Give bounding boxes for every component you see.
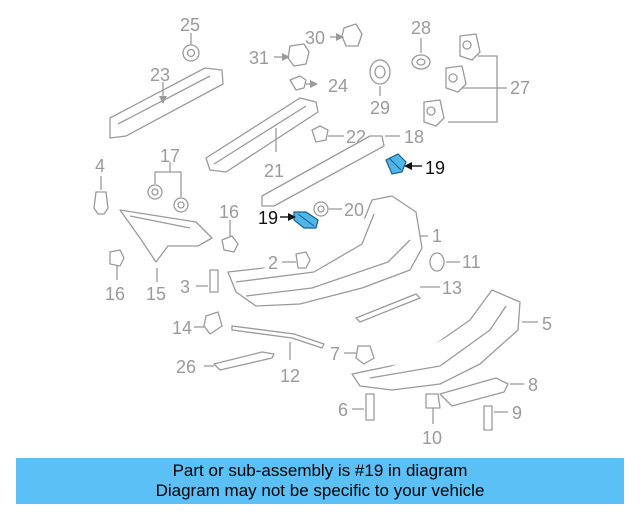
banner-line-part-number: Part or sub-assembly is #19 in diagram — [172, 461, 468, 480]
part-13-molding — [355, 286, 440, 323]
callout-10: 10 — [422, 428, 442, 448]
part-11-cap — [429, 252, 460, 272]
exploded-parts-diagram: 25 23 31 30 24 29 28 — [93, 15, 552, 448]
callout-20: 20 — [344, 200, 364, 220]
callout-26: 26 — [176, 357, 196, 377]
part-31-bracket — [274, 43, 310, 67]
part-3-bolt — [196, 269, 219, 293]
callout-9: 9 — [512, 403, 522, 423]
part-14-clip — [194, 311, 223, 335]
part-12-strip — [231, 325, 325, 360]
callout-13: 13 — [442, 278, 462, 298]
part-21-absorber — [205, 97, 319, 173]
callout-12: 12 — [280, 366, 300, 386]
callout-19-lower: 19 — [258, 208, 278, 228]
part-8-plate — [439, 377, 524, 407]
part-20-nut — [313, 201, 342, 217]
part-16-bolt-upper — [221, 220, 239, 253]
callout-7: 7 — [330, 344, 340, 364]
callout-14: 14 — [172, 318, 192, 338]
part-19-bolt-upper — [385, 153, 422, 175]
info-banner: Part or sub-assembly is #19 in diagram D… — [16, 458, 624, 504]
callout-2: 2 — [268, 253, 278, 273]
callout-27: 27 — [510, 78, 530, 98]
callout-25: 25 — [180, 15, 200, 35]
part-29-retainer — [369, 59, 391, 96]
callout-21: 21 — [264, 161, 284, 181]
callout-3: 3 — [180, 277, 190, 297]
callout-5: 5 — [542, 314, 552, 334]
callout-1: 1 — [432, 226, 442, 246]
callout-23: 23 — [150, 65, 170, 85]
callout-16-upper: 16 — [219, 202, 239, 222]
part-17-grommets — [147, 162, 189, 213]
callout-30: 30 — [305, 28, 325, 48]
part-2-bolt — [282, 251, 311, 269]
part-27-parking-sensors — [423, 33, 507, 127]
part-24-bolt — [289, 75, 318, 91]
callout-29: 29 — [370, 98, 390, 118]
callout-17: 17 — [160, 146, 180, 166]
part-22-bolt — [311, 125, 344, 143]
callout-31: 31 — [249, 48, 269, 68]
callout-6: 6 — [338, 400, 348, 420]
part-4-fastener — [93, 176, 109, 215]
part-9-bolt — [483, 405, 508, 431]
part-15-side-bracket — [119, 209, 213, 282]
part-5-lower-diffuser — [351, 289, 538, 391]
callout-11: 11 — [462, 252, 481, 272]
callout-19-upper: 19 — [425, 158, 445, 178]
part-19-bolt-lower — [280, 211, 319, 229]
part-16-bolt-lower — [109, 249, 125, 280]
callout-24: 24 — [328, 76, 348, 96]
part-25-clip — [182, 33, 200, 62]
banner-line-disclaimer: Diagram may not be specific to your vehi… — [155, 481, 485, 500]
part-1-bumper-cover — [227, 195, 428, 307]
callout-28: 28 — [411, 18, 431, 38]
part-28-grommet — [411, 38, 431, 70]
callout-8: 8 — [528, 375, 538, 395]
part-7-clip — [344, 345, 375, 365]
part-26-trim — [204, 351, 275, 371]
part-23-reinforcement — [109, 67, 224, 139]
callout-4: 4 — [95, 156, 105, 176]
part-10-nut — [425, 393, 441, 424]
callout-18: 18 — [404, 127, 424, 147]
callout-15: 15 — [146, 284, 166, 304]
part-6-bolt — [352, 393, 375, 421]
callout-16-lower: 16 — [105, 284, 125, 304]
part-30-clip — [330, 23, 363, 47]
part-18-bracket — [261, 135, 400, 207]
